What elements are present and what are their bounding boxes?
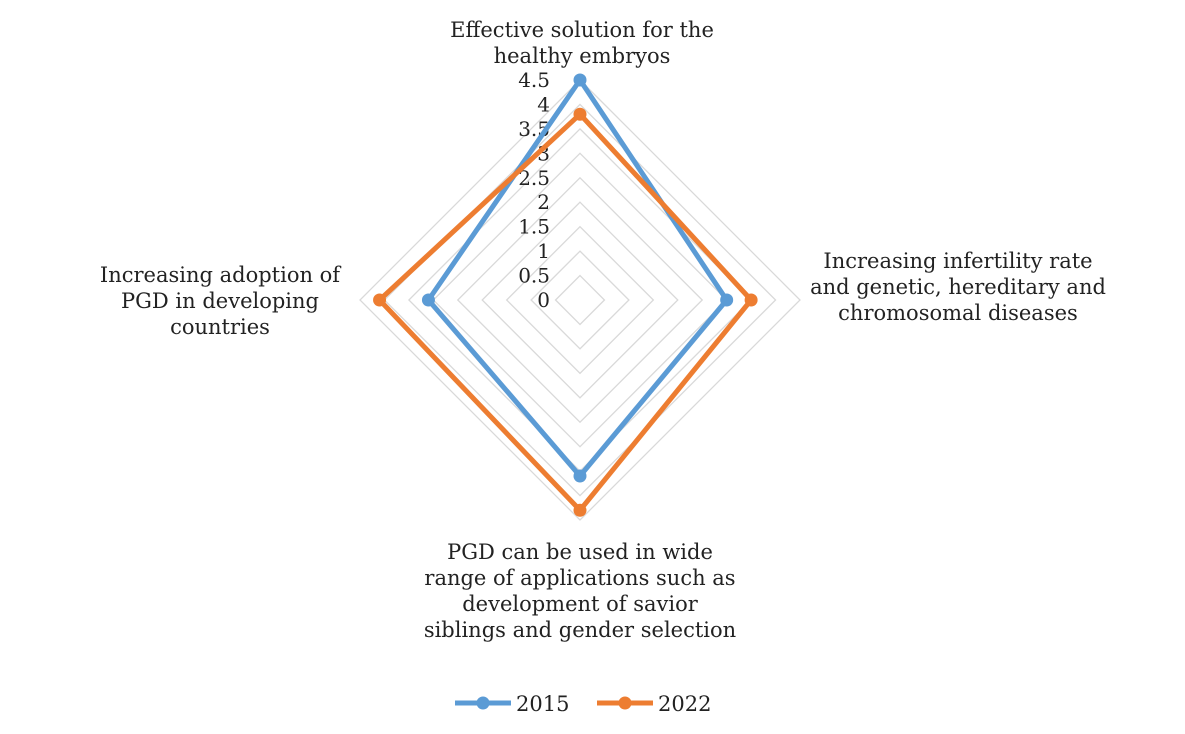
axis-label-right: Increasing infertility rate and genetic,… (810, 249, 1106, 325)
tick-label: 2 (537, 190, 550, 214)
grid-ring (505, 225, 655, 375)
data-point-2022 (373, 293, 387, 307)
data-point-2022 (573, 107, 587, 121)
data-point-2015 (720, 293, 734, 307)
legend: 2015 2022 (455, 692, 711, 716)
tick-label: 1.5 (518, 215, 550, 239)
grid-ring (481, 201, 679, 399)
legend-marker-2022 (618, 696, 632, 710)
grid-ring (359, 79, 801, 521)
tick-label: 4.5 (518, 68, 550, 92)
series-line-2022 (377, 111, 754, 513)
radial-tick-labels: 00.511.522.533.544.5 (518, 68, 550, 312)
data-point-2015 (573, 469, 587, 483)
legend-label-2015: 2015 (516, 692, 569, 716)
grid-ring (554, 274, 606, 326)
axis-label-bottom: PGD can be used in wide range of applica… (423, 540, 737, 642)
data-point-2015 (573, 73, 587, 87)
radar-series (373, 73, 758, 517)
grid-ring (432, 152, 728, 448)
legend-label-2022: 2022 (658, 692, 711, 716)
data-point-2022 (744, 293, 758, 307)
axis-label-left: Increasing adoption of PGD in developing… (99, 263, 341, 339)
tick-label: 0.5 (518, 264, 550, 288)
grid-ring (530, 250, 630, 350)
tick-label: 1 (537, 239, 550, 263)
data-point-2015 (421, 293, 435, 307)
tick-label: 0 (537, 288, 550, 312)
grid-ring (456, 176, 704, 424)
tick-label: 4 (537, 92, 550, 116)
grid-ring (407, 127, 753, 473)
data-point-2022 (573, 503, 587, 517)
grid-ring (383, 103, 777, 497)
legend-marker-2015 (476, 696, 490, 710)
axis-label-top: Effective solution for the healthy embry… (450, 18, 714, 68)
